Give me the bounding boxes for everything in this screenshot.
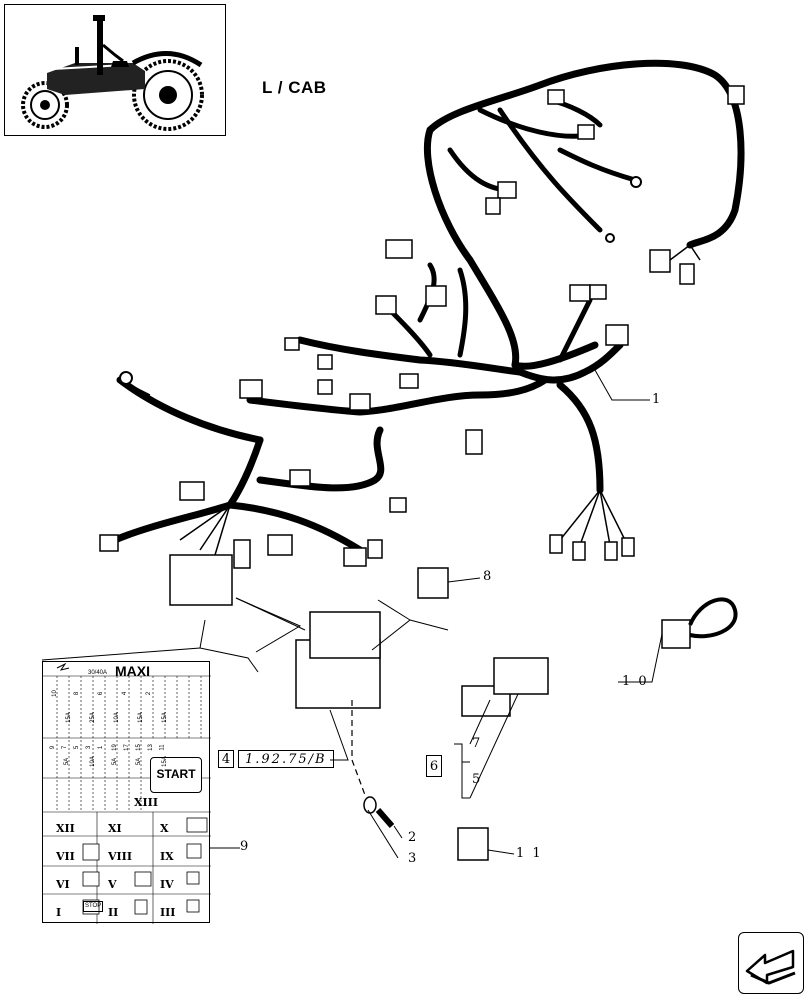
stop-label: STOP xyxy=(83,901,104,912)
fuse-number: 13 xyxy=(147,744,154,751)
fuse-rating: 25A xyxy=(89,712,96,723)
fuse-rating: 15A xyxy=(65,712,72,723)
callout-11: 1 1 xyxy=(516,846,543,861)
roman-vii: VII xyxy=(56,850,75,863)
fuse-number: 17 xyxy=(123,744,130,751)
fuse-number: 9 xyxy=(50,745,57,750)
connector xyxy=(727,85,745,105)
callout-1: 1 xyxy=(652,392,663,407)
fuse-number: 3 xyxy=(86,745,93,750)
fuse-number: 7 xyxy=(62,745,69,750)
roman-viii: VIII xyxy=(108,850,132,863)
roman-xiii: XIII xyxy=(134,796,158,809)
fuse-number: 2 xyxy=(146,691,153,696)
roman-ii: II xyxy=(108,906,119,919)
next-page-button[interactable] xyxy=(738,932,804,994)
fuse-number: 6 xyxy=(98,691,105,696)
callout-10: 1 0 xyxy=(622,674,649,689)
fuse-maxi-label: MAXI xyxy=(115,663,150,679)
fuse-rating: 5A xyxy=(64,757,71,766)
section-ref-box[interactable]: 4 xyxy=(218,750,234,768)
section-ref-link[interactable]: 1.92.75/B xyxy=(238,750,334,768)
fuse-rating: 5A xyxy=(112,757,119,766)
roman-iii: III xyxy=(160,906,176,919)
fuse-number: 11 xyxy=(159,744,166,751)
roman-v: V xyxy=(108,878,117,891)
roman-iv: IV xyxy=(160,878,174,891)
fuse-number: 15 xyxy=(135,744,142,751)
fuse-rating: 15A xyxy=(161,756,168,767)
fuse-number: 19 xyxy=(111,744,118,751)
callout-8: 8 xyxy=(483,569,494,584)
callout-7: 7 xyxy=(472,736,483,751)
fuse-rating: 5A xyxy=(136,757,143,766)
fuse-rating: 15A xyxy=(161,712,168,723)
tractor-thumbnail xyxy=(4,4,226,136)
fuse-number: 4 xyxy=(122,691,129,696)
fuse-number-strip-lower: 9 7 5 3 1 19 17 15 13 11 5A 10A 5A 5A 15… xyxy=(50,744,212,774)
callout-9: 9 xyxy=(240,839,251,854)
roman-i: I xyxy=(56,906,62,919)
fuse-number: 10 xyxy=(51,690,58,697)
fuse-number-strip: 10 8 6 4 2 15A 25A 10A 15A 15A xyxy=(52,690,212,740)
roman-vi: VI xyxy=(56,878,70,891)
fuse-rating: 10A xyxy=(89,756,96,767)
roman-xii: XII xyxy=(56,822,75,835)
fuse-number: 1 xyxy=(98,745,105,750)
arrow-icon xyxy=(745,949,796,985)
fuse-number: 5 xyxy=(74,745,81,750)
callout-5: 5 xyxy=(472,772,483,787)
callout-3: 3 xyxy=(408,851,419,866)
start-relay: START xyxy=(150,757,202,793)
roman-xi: XI xyxy=(108,822,122,835)
fuse-rating-label: 30/40A xyxy=(88,670,108,676)
kit-ref-box[interactable]: 6 xyxy=(426,755,442,777)
tractor-icon xyxy=(21,15,204,131)
fuse-number: 8 xyxy=(74,691,81,696)
callout-2: 2 xyxy=(408,830,419,845)
roman-x: X xyxy=(160,822,169,835)
roman-ix: IX xyxy=(160,850,174,863)
page-title: L / CAB xyxy=(262,78,327,97)
fuse-rating: 15A xyxy=(137,712,144,723)
fuse-rating: 10A xyxy=(113,712,120,723)
